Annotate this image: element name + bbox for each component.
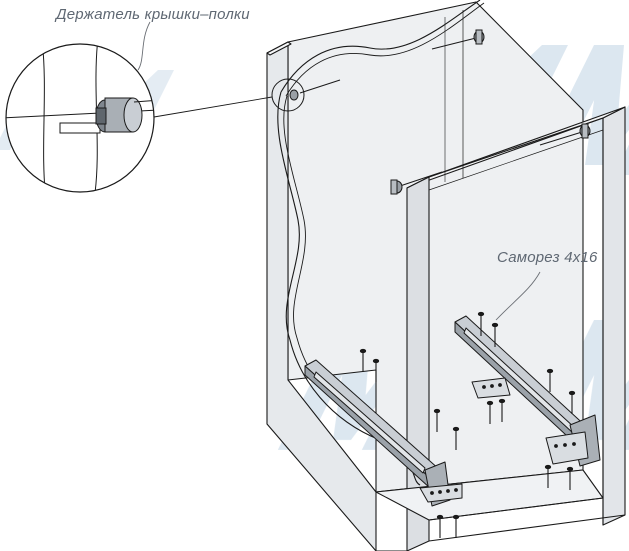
screw <box>486 400 494 424</box>
holder-screw-left <box>289 79 341 101</box>
screw <box>498 398 506 422</box>
screw <box>436 514 444 538</box>
cabinet-right-side <box>602 106 626 526</box>
holder-screw-top <box>431 29 485 50</box>
screw <box>433 408 441 432</box>
screw <box>566 466 574 490</box>
screw <box>452 514 460 538</box>
holder-screw-right <box>539 123 591 146</box>
right-runner-plate-front <box>545 431 589 465</box>
screw <box>568 390 576 414</box>
screw <box>372 358 380 382</box>
detail-leader-line <box>153 96 273 118</box>
screw <box>477 311 485 336</box>
detail-zoom <box>5 43 155 193</box>
holder-label-leader <box>137 21 151 71</box>
screw <box>452 426 460 450</box>
shelf-holder-screws <box>289 29 591 195</box>
right-runner <box>454 315 601 467</box>
right-runner-plate-rear <box>471 377 511 399</box>
screw <box>544 464 552 488</box>
detail-marker-circle <box>271 78 305 112</box>
holder-screw-front <box>390 171 443 195</box>
holder-callout-label: Держатель крышки–полки <box>56 6 250 23</box>
left-runner <box>304 359 463 507</box>
screw <box>546 368 554 392</box>
screw <box>359 348 367 372</box>
mounting-screws <box>359 311 576 538</box>
screw <box>491 322 499 347</box>
screw-callout-label: Саморез 4х16 <box>497 249 598 266</box>
shelf-lid-outline <box>280 0 481 93</box>
cabinet-back-panel <box>287 1 584 493</box>
screw-label-leader <box>495 271 541 321</box>
